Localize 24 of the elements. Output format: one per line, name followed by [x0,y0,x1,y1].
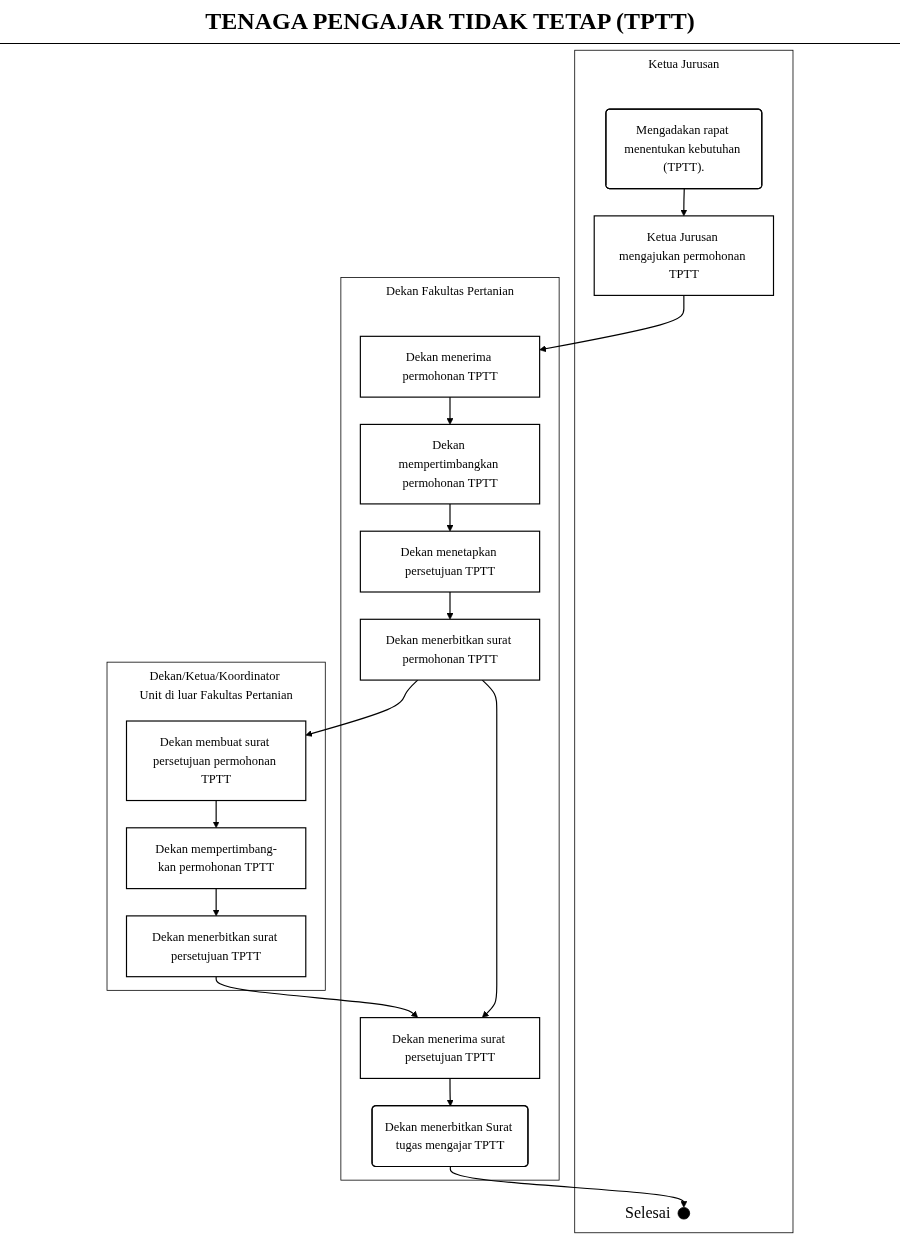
diagram-title: TENAGA PENGAJAR TIDAK TETAP (TPTT) [0,0,900,44]
node-box: Dekan menerima permohonan TPTT [359,335,541,398]
arrow [680,188,688,217]
arrow [446,1077,454,1107]
arrow [449,1166,688,1208]
node-box: Dekan menerima surat persetujuan TPTT [359,1017,541,1079]
node-box: Dekan menerbitkan surat persetujuan TPTT [125,915,307,978]
node-circle [677,1207,691,1220]
arrow [212,799,220,829]
arrow [215,976,419,1018]
node-box: Ketua Jurusan mengajukan permohonan TPTT [593,215,775,296]
node-box: Dekan mempertimbangkan permohonan TPTT [359,423,541,505]
arrow [539,294,685,353]
arrow [446,591,454,620]
arrow [305,679,419,737]
arrow [481,679,498,1018]
node-box: Dekan mempertimbang-kan permohonan TPTT [125,827,307,890]
arrow [212,888,220,917]
node-box: Dekan menerbitkan surat permohonan TPTT [359,618,541,681]
node-box: Dekan membuat surat persetujuan permohonan TPTT [125,720,307,802]
node-caption: Selesai [625,1204,671,1223]
arrow [446,396,454,425]
arrow [446,503,454,532]
node-box: Dekan menetapkan persetujuan TPTT [359,530,541,593]
